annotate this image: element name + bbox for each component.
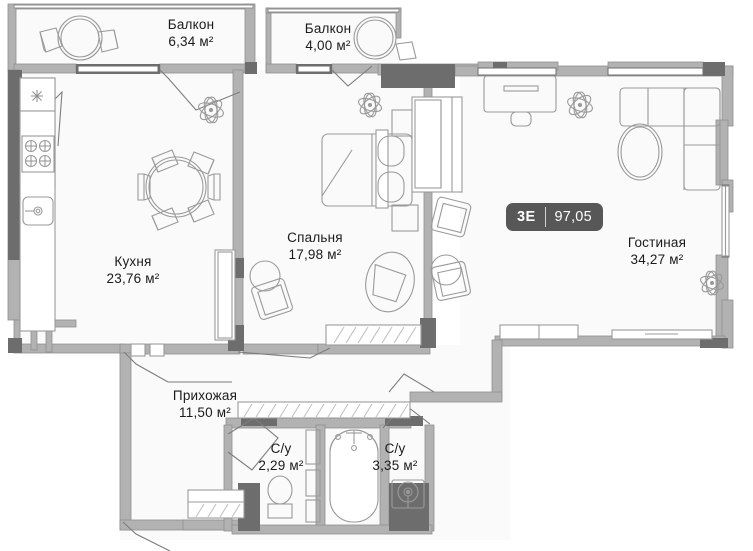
unit-type: 3Е: [517, 209, 536, 225]
bathroom-1-fixtures: [267, 429, 321, 523]
kitchen-furniture: [19, 77, 224, 332]
badge-separator: [544, 207, 546, 227]
unit-badge: 3Е 97,05: [506, 203, 603, 231]
balcony-2-furniture: [353, 16, 417, 61]
wardrobe-kitchen-side: [214, 249, 236, 341]
hallway-furniture: [130, 343, 411, 519]
living-room-furniture: [483, 75, 730, 340]
bathroom-2-fixtures: [329, 429, 425, 523]
bedroom-furniture: [249, 92, 472, 346]
balcony-1-furniture: [39, 15, 119, 61]
unit-total-area: 97,05: [554, 209, 592, 225]
